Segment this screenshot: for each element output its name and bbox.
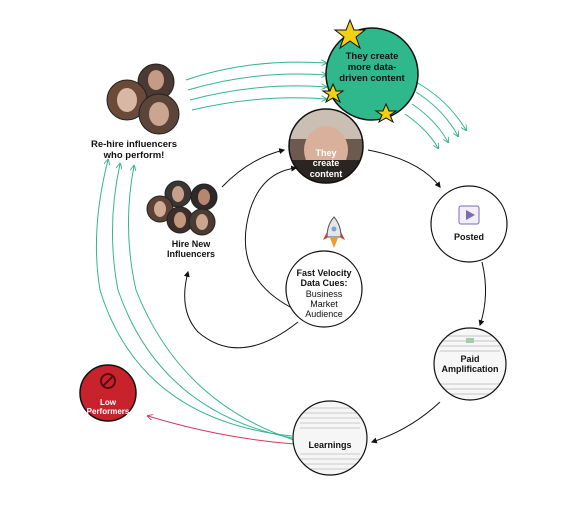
label-hire-new: Hire New Influencers [166,239,215,260]
node-posted [430,185,508,263]
star-icons [321,18,398,124]
label-data-driven: They create more data-driven content [339,51,405,84]
label-cue-audience: Audience [305,309,343,320]
flow-arrows [183,148,487,444]
arrow-data-to-posted-1 [415,81,466,130]
arrow-rehire-to-data-1 [185,62,326,81]
star-icon [333,18,367,50]
hire-new-photos [146,180,218,236]
node-paid-amplification [433,327,507,401]
node-fast-velocity [285,216,363,328]
rocket-icon [323,216,345,248]
arrow-data-to-posted-3 [411,103,448,142]
node-low-performers [79,364,137,422]
arrow-rehire-to-data-3 [189,86,326,101]
node-learnings [292,400,368,476]
rehire-photos [106,63,180,135]
fast-velocity-text: Fast Velocity Data Cues: Business Market… [288,268,360,320]
label-cue-market: Market [310,299,338,310]
arrow-rehire-to-data-4 [191,98,326,111]
label-cue-business: Business [305,288,343,299]
star-icon [374,102,398,124]
arrow-paid-to-learnings [370,401,441,444]
arrow-velocity-to-create [244,165,298,311]
label-learnings: Learnings [308,440,352,450]
arrow-create-to-posted [367,149,441,188]
label-paid-amplification: Paid Amplification [441,354,499,375]
arrow-hire-to-create [221,148,286,188]
arrow-rehire-to-data-2 [187,74,326,91]
arrow-posted-to-paid [478,261,487,327]
arrow-data-to-posted-2 [415,91,458,136]
label-posted: Posted [453,232,484,242]
arrow-learn-to-rehire-3 [128,166,295,441]
label-they-create: They create content [309,148,343,179]
label-rehire: Re-hire influencers who perform! [90,139,178,161]
arrow-learn-to-rehire-1 [95,160,293,437]
arrow-learn-to-rehire-2 [112,164,293,439]
blocked-icon [100,373,116,389]
star-icon [321,82,345,104]
arrow-velocity-to-hire [183,270,299,349]
video-icon [458,205,480,225]
node-they-create [288,108,364,184]
node-data-driven [325,27,419,121]
arrow-data-to-posted-4 [404,113,438,148]
arrow-learnings-to-low [148,416,295,445]
label-low-performers: Low Performers [86,398,130,417]
feedback-arrows [95,62,466,441]
label-fast-velocity: Fast Velocity Data Cues: [296,268,352,289]
